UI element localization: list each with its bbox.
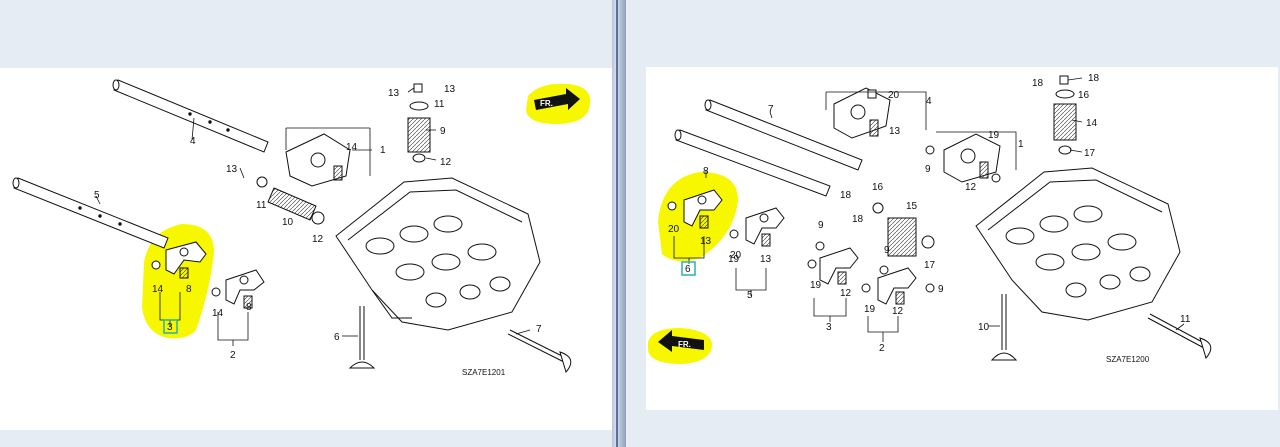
right-rocker-arm-6 [667,189,723,229]
right-rocker-assembly-4 [833,87,891,139]
left-rocker-arm-2 [211,269,265,309]
right-label-19d: 19 [728,254,740,265]
right-rocker-shaft-8 [674,129,831,197]
right-label-16b: 16 [872,182,884,193]
left-leader-lines [95,87,531,346]
left-label-6: 6 [334,332,340,343]
right-label-5: 5 [747,290,753,301]
left-label-4: 4 [190,136,196,147]
left-label-11a: 11 [434,99,445,110]
right-rocker-arm-3 [807,241,859,285]
left-label-1: 1 [380,145,386,156]
left-part-labels: 1 2 4 5 6 7 8 8 9 10 11 11 12 12 13 13 1… [94,84,542,377]
left-label-8b: 8 [246,302,252,313]
right-label-9a: 9 [925,164,931,175]
left-rocker-shaft-4 [112,79,269,153]
left-label-13c: 13 [226,164,238,175]
right-label-1: 1 [1018,139,1024,150]
left-rocker-arm-3 [151,241,207,279]
left-label-7: 7 [536,324,542,335]
right-rocker-arm-5 [729,207,785,247]
right-label-18c: 18 [840,190,852,201]
right-label-17a: 17 [1084,148,1096,159]
left-label-8a: 8 [186,284,192,295]
right-label-19b: 19 [810,280,822,291]
right-label-17b: 17 [924,260,936,271]
right-label-20b: 20 [668,224,680,235]
left-label-14a: 14 [346,142,358,153]
left-diagram: FR. [12,79,591,377]
right-label-4: 4 [926,96,932,107]
right-label-20c: 20 [730,250,742,261]
right-label-19c: 19 [864,304,876,315]
right-label-13b: 13 [700,236,712,247]
right-spring-15 [872,202,935,257]
right-label-18d: 18 [852,214,864,225]
right-label-18a: 18 [1032,78,1044,89]
right-label-8: 8 [703,166,709,177]
left-label-13b: 13 [444,84,456,95]
right-rocker-assembly-1 [925,133,1001,183]
right-valve-10 [990,294,1018,361]
right-rocker-arm-2 [861,265,935,305]
right-label-13a: 13 [889,126,901,137]
right-valve-spring-14 [1053,75,1077,155]
left-valve-spring-9 [407,83,431,163]
left-label-14b: 14 [152,284,164,295]
right-label-11: 11 [1180,314,1191,325]
right-label-9c: 9 [884,245,890,256]
right-label-13c: 13 [760,254,772,265]
window-divider[interactable] [612,0,626,447]
right-direction-label: FR. [678,340,691,349]
right-label-6: 6 [685,264,691,275]
left-drawing-code: SZA7E1201 [462,368,506,377]
left-label-11b: 11 [256,200,267,211]
left-label-2: 2 [230,350,236,361]
right-drawing-code: SZA7E1200 [1106,355,1150,364]
right-label-16a: 16 [1078,90,1090,101]
right-callout-box [681,261,696,276]
left-valve-7 [507,329,572,374]
left-label-12b: 12 [312,234,324,245]
right-diagram: FR. [648,73,1212,364]
right-cylinder-head [975,167,1181,321]
right-direction-arrow: FR. [658,330,704,352]
right-label-12a: 12 [965,182,977,193]
right-label-20a: 20 [888,90,900,101]
right-label-15: 15 [906,201,918,212]
right-leader-lines [673,77,1185,342]
right-label-12c: 12 [892,306,904,317]
right-rocker-shaft-7 [704,99,863,171]
left-spring-10 [256,176,325,225]
left-rocker-shaft-5 [12,177,169,249]
left-label-3: 3 [167,322,173,333]
right-label-12b: 12 [840,288,852,299]
right-label-3: 3 [826,322,832,333]
left-callout-box [163,319,178,334]
left-valve-6 [348,306,376,369]
left-label-12a: 12 [440,157,452,168]
left-label-9: 9 [440,126,446,137]
left-label-5: 5 [94,190,100,201]
right-label-18b: 18 [1088,73,1100,84]
left-direction-arrow: FR. [534,88,580,110]
right-label-7: 7 [768,104,774,115]
left-label-10: 10 [282,217,294,228]
right-label-9d: 9 [938,284,944,295]
right-label-9b: 9 [818,220,824,231]
left-cylinder-head [335,177,541,331]
right-label-2: 2 [879,343,885,354]
left-rocker-assembly-1 [285,133,351,187]
left-label-13a: 13 [388,88,400,99]
right-label-10: 10 [978,322,990,333]
left-direction-label: FR. [540,99,553,108]
right-label-19a: 19 [988,130,1000,141]
left-label-14c: 14 [212,308,224,319]
right-part-labels: 1 2 3 4 5 7 8 9 9 9 9 10 11 12 12 12 13 … [668,73,1191,364]
right-label-14: 14 [1086,118,1098,129]
right-highlight-rocker [658,172,738,262]
